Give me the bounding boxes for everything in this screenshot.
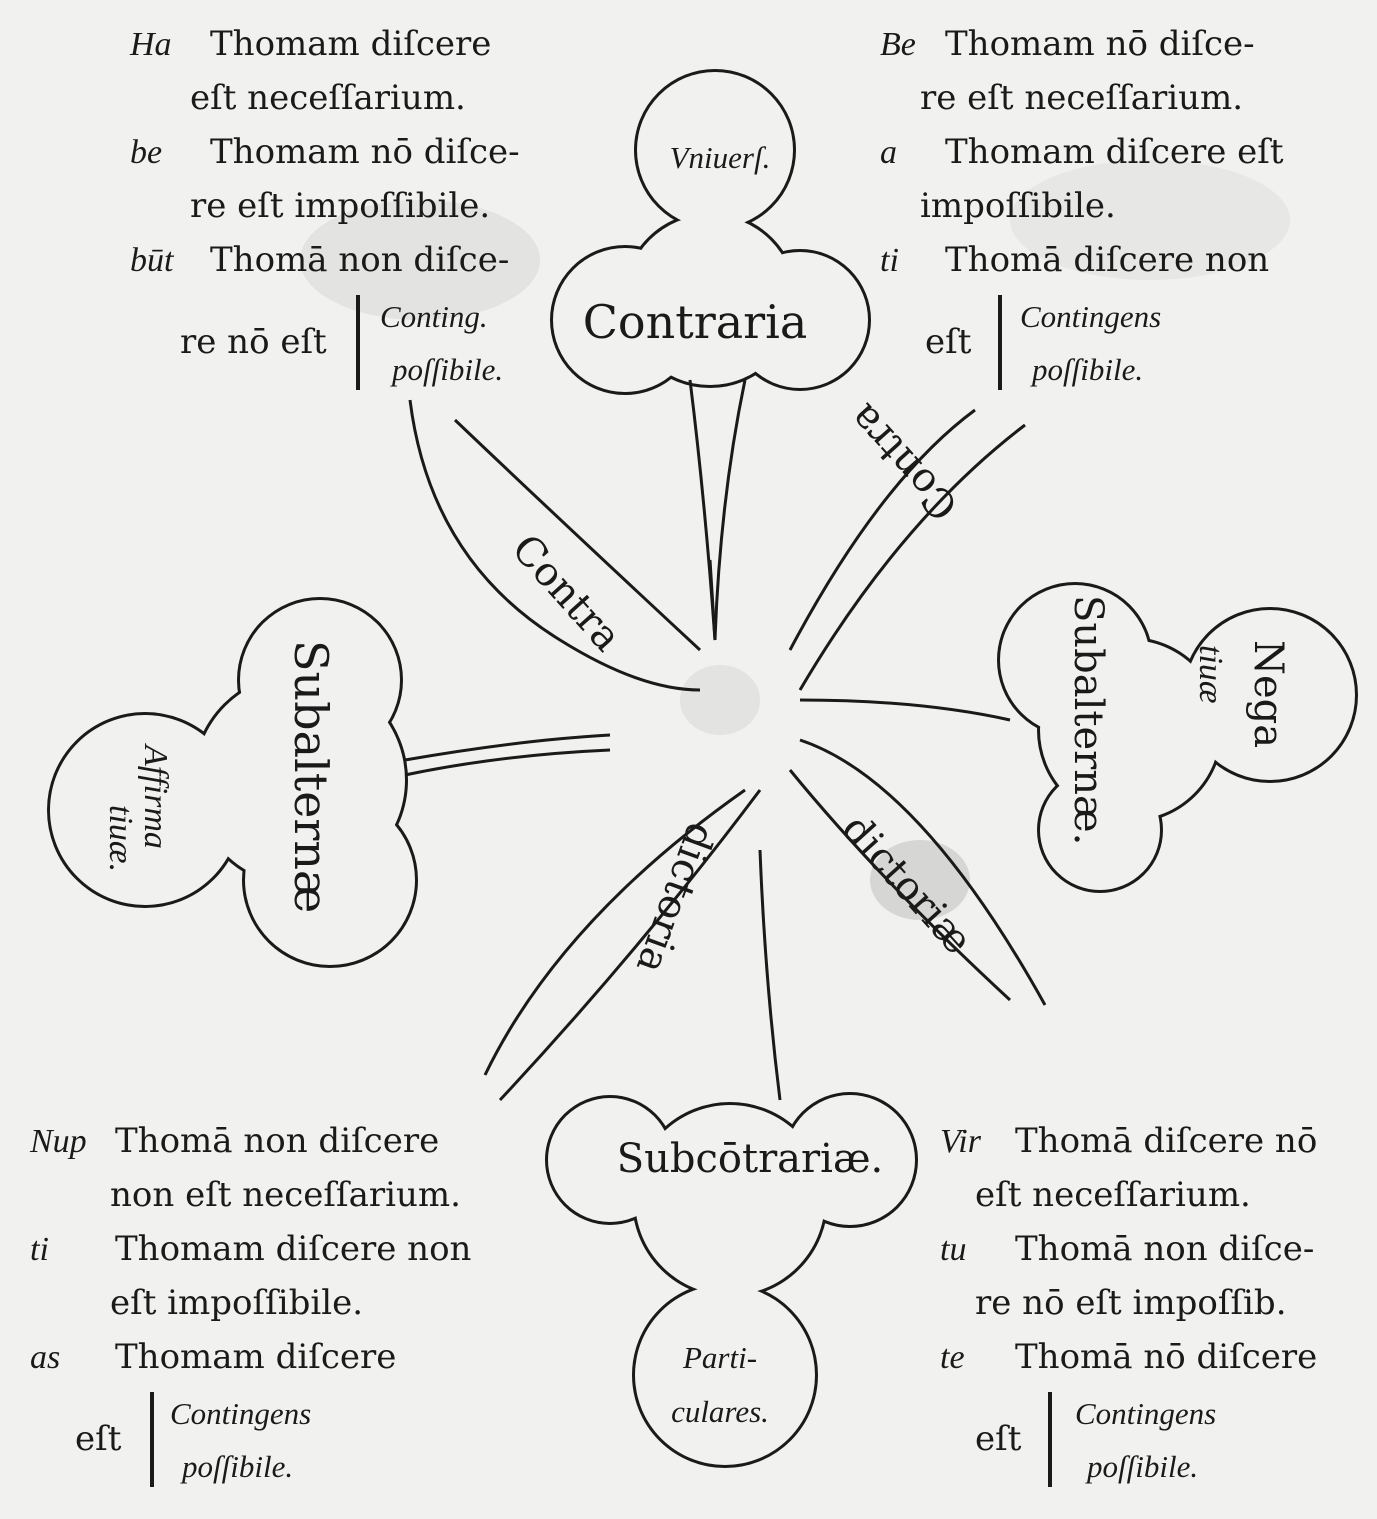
text-line: Thomā diſcere nō	[1015, 1121, 1317, 1161]
bracket-line-1: Conting.	[380, 299, 488, 334]
text-line-last: re nō eſt	[180, 322, 327, 362]
bracket-line-2: poſſibile.	[180, 1449, 293, 1484]
clover-bottom-label: Subcōtrariæ.	[617, 1136, 884, 1182]
text-line: re nō eſt impoſſib.	[975, 1283, 1287, 1323]
block-bottom-left: Nup Thomā non diſcere non eſt neceſſarium.…	[29, 1121, 471, 1487]
clover-bottom: Subcōtrariæ. Parti- culares.	[545, 1092, 918, 1468]
text-line-last: eſt	[75, 1419, 122, 1459]
block-top-left: Ha Thomam diſcere eſt neceſſarium. be Thomam…	[129, 24, 520, 390]
text-line: non eſt neceſſarium.	[110, 1175, 461, 1215]
arm-label-upper-left: Contra	[503, 526, 631, 660]
sigil: ti	[30, 1231, 49, 1268]
bracket-line-2: poſſibile.	[1085, 1449, 1198, 1484]
text-line: re eſt neceſſarium.	[920, 78, 1243, 118]
clover-top: Vniuerſ. Contraria	[550, 69, 871, 641]
clover-right-label: Subalternæ.	[1065, 595, 1111, 845]
text-line-last: eſt	[975, 1419, 1022, 1459]
clover-left: Subalternæ Affirma tiuæ.	[47, 597, 418, 968]
sigil: Ha	[129, 26, 172, 63]
clover-right-label-small-2: tiuæ	[1192, 645, 1229, 704]
text-line: Thomā non diſce-	[1015, 1229, 1314, 1269]
text-line: Thomam nō diſce-	[945, 24, 1255, 64]
text-line: Thomam nō diſce-	[210, 132, 520, 172]
clover-top-label: Contraria	[583, 295, 808, 349]
arm-label-upper-right: Contra	[840, 395, 968, 529]
clover-left-label-small-2: tiuæ.	[102, 805, 139, 872]
text-line: Thomam diſcere	[115, 1337, 396, 1377]
bracket-line-1: Contingens	[1020, 299, 1161, 334]
text-line: Thomam diſcere non	[115, 1229, 471, 1269]
bracket-line-2: poſſibile.	[390, 352, 503, 387]
text-line: re eſt impoſſibile.	[190, 186, 490, 226]
text-line: impoſſibile.	[920, 186, 1116, 226]
clover-bottom-label-small-2: culares.	[671, 1394, 769, 1429]
sigil: tu	[940, 1231, 966, 1268]
text-line-last: eſt	[925, 322, 972, 362]
clover-top-label-small: Vniuerſ.	[670, 140, 771, 175]
clover-bottom-label-small-1: Parti-	[682, 1340, 757, 1375]
sigil: būt	[130, 242, 175, 279]
bracket-line-2: poſſibile.	[1030, 352, 1143, 387]
sigil: a	[880, 134, 897, 171]
text-line: eſt neceſſarium.	[975, 1175, 1251, 1215]
text-line: eſt impoſſibile.	[110, 1283, 363, 1323]
sigil: ti	[880, 242, 899, 279]
clover-left-label-small-1: Affirma	[137, 743, 174, 849]
bracket-line-1: Contingens	[1075, 1396, 1216, 1431]
text-line: Thomam diſcere	[210, 24, 491, 64]
text-line: eſt neceſſarium.	[190, 78, 466, 118]
sigil: be	[130, 134, 162, 171]
clover-right: Subalternæ. Nega tiuæ	[997, 582, 1358, 893]
text-line: Thomā nō diſcere	[1015, 1337, 1317, 1377]
clover-left-label: Subalternæ	[284, 640, 338, 913]
text-line: Thomam diſcere eſt	[945, 132, 1284, 172]
sigil: Vir	[940, 1123, 982, 1160]
sigil: Be	[880, 26, 916, 63]
arms	[404, 399, 1047, 1102]
sigil: te	[940, 1339, 965, 1376]
clover-right-label-small-1: Nega	[1245, 640, 1291, 748]
text-line: Thomā diſcere non	[945, 240, 1269, 280]
sigil: as	[30, 1339, 60, 1376]
paper-stains	[300, 160, 1290, 920]
sigil: Nup	[29, 1123, 87, 1160]
text-line: Thomā non diſcere	[115, 1121, 439, 1161]
text-line: Thomā non diſce-	[210, 240, 509, 280]
arm-label-lower-left: dictoria	[627, 817, 724, 980]
bracket-line-1: Contingens	[170, 1396, 311, 1431]
